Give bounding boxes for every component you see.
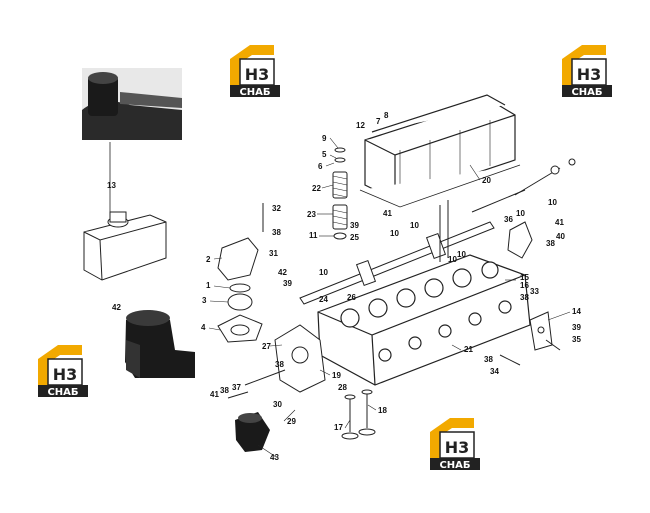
push-rods: [439, 189, 526, 262]
callout-9: 9: [322, 134, 327, 143]
logo-mark-text: H3: [53, 365, 78, 384]
callout-3: 3: [202, 296, 207, 305]
callout-2: 2: [206, 255, 211, 264]
callout-27: 27: [262, 342, 271, 351]
callout-24: 24: [319, 295, 328, 304]
injector-assembly: [507, 158, 576, 259]
callout-31: 31: [269, 249, 278, 258]
callout-10-e: 10: [448, 255, 457, 264]
callout-23: 23: [307, 210, 316, 219]
callout-38-c: 38: [520, 293, 529, 302]
callout-33: 33: [530, 287, 539, 296]
callout-13: 13: [107, 181, 116, 190]
callout-21: 21: [464, 345, 473, 354]
callout-41-b: 41: [555, 218, 564, 227]
rocker-shaft: [299, 221, 495, 305]
callout-42: 42: [112, 303, 121, 312]
callout-18: 18: [378, 406, 387, 415]
callout-42-b: 42: [278, 268, 287, 277]
logo-word-text: СНАБ: [47, 387, 78, 398]
logo-left: H3 СНАБ: [37, 344, 89, 398]
valves: [341, 389, 376, 440]
callout-11: 11: [309, 231, 318, 240]
intake-elbow-photo: [125, 310, 195, 378]
callout-10-f: 10: [457, 250, 466, 259]
logo-mark-text: H3: [445, 438, 470, 457]
logo-word-text: СНАБ: [439, 460, 470, 471]
callout-10-b: 10: [516, 209, 525, 218]
callout-25: 25: [350, 233, 359, 242]
callout-22: 22: [312, 184, 321, 193]
callout-10-d: 10: [410, 221, 419, 230]
callout-39-c: 39: [572, 323, 581, 332]
callout-10-g: 10: [319, 268, 328, 277]
callout-34: 34: [490, 367, 499, 376]
callout-43: 43: [270, 453, 279, 462]
callout-38-e: 38: [275, 360, 284, 369]
callout-37: 37: [232, 383, 241, 392]
cylinder-head: [317, 254, 531, 386]
main-valve-cover: [359, 94, 521, 208]
bolts: [227, 203, 561, 399]
logo-word-text: СНАБ: [571, 87, 602, 98]
water-outlet: [217, 237, 263, 343]
callout-labels: 13 42 8 7 12 9 5 6 22 23 11 20 10 10 32 …: [107, 111, 581, 462]
callout-12: 12: [356, 121, 365, 130]
callout-39-a: 39: [350, 221, 359, 230]
callout-38-d: 38: [484, 355, 493, 364]
callout-29: 29: [287, 417, 296, 426]
callout-16: 16: [520, 281, 529, 290]
valve-cover-small: [83, 211, 167, 281]
logo-mark-text: H3: [245, 65, 270, 84]
callout-7: 7: [376, 117, 381, 126]
callout-39-b: 39: [283, 279, 292, 288]
callout-41-a: 41: [383, 209, 392, 218]
callout-15: 15: [520, 273, 529, 282]
callout-14: 14: [572, 307, 581, 316]
leader-lines: [208, 137, 571, 458]
logo-word-text: СНАБ: [239, 87, 270, 98]
callout-38-f: 38: [220, 386, 229, 395]
oil-filler-photo: [82, 68, 182, 140]
logo-mark-text: H3: [577, 65, 602, 84]
callout-40: 40: [556, 232, 565, 241]
callout-10-a: 10: [548, 198, 557, 207]
callout-38-b: 38: [546, 239, 555, 248]
callout-38-a: 38: [272, 228, 281, 237]
callout-26: 26: [347, 293, 356, 302]
callout-20: 20: [482, 176, 491, 185]
callout-32: 32: [272, 204, 281, 213]
callout-4: 4: [201, 323, 206, 332]
callout-36: 36: [504, 215, 513, 224]
callout-17: 17: [334, 423, 343, 432]
callout-8: 8: [384, 111, 389, 120]
callout-19: 19: [332, 371, 341, 380]
callout-41-c: 41: [210, 390, 219, 399]
callout-30: 30: [273, 400, 282, 409]
thermostat-photo: [235, 412, 270, 452]
callout-28: 28: [338, 383, 347, 392]
logo-bottom-center: H3 СНАБ: [429, 417, 481, 471]
logo-top-center: H3 СНАБ: [229, 44, 281, 98]
callout-5: 5: [322, 150, 327, 159]
callout-1: 1: [206, 281, 211, 290]
logo-top-right: H3 СНАБ: [561, 44, 613, 98]
callout-10-c: 10: [390, 229, 399, 238]
callout-6: 6: [318, 162, 323, 171]
callout-35: 35: [572, 335, 581, 344]
rear-housing: [244, 324, 326, 393]
valve-spring-stack: [332, 147, 348, 240]
